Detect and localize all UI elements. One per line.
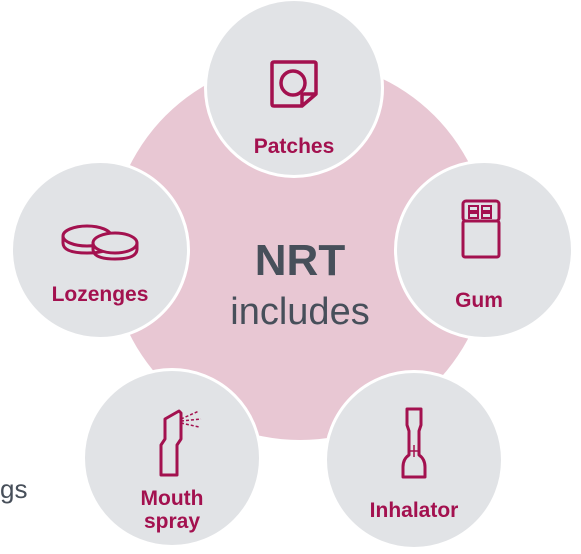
edge-text-fragment: gs — [0, 474, 28, 504]
inhalator-icon — [401, 407, 427, 479]
patches-label: Patches — [253, 135, 335, 158]
gum-label: Gum — [455, 289, 503, 312]
mouth-spray-label-line1: Mouth — [140, 487, 204, 510]
lozenges-label: Lozenges — [51, 283, 149, 306]
inhalator-label: Inhalator — [369, 499, 459, 522]
lozenges-icon — [61, 224, 139, 261]
patches-item: Patches — [204, 0, 384, 178]
patch-icon — [270, 60, 318, 108]
mouth-spray-label-line2: spray — [143, 510, 201, 533]
mouth-spray-icon — [159, 409, 202, 477]
gum-icon — [461, 199, 501, 259]
gum-item: Gum — [394, 160, 574, 340]
center-title: NRT — [254, 236, 346, 285]
center-subtitle: includes — [230, 291, 370, 333]
mouth-spray-item: Mouth spray — [82, 368, 262, 548]
lozenges-item: Lozenges — [10, 160, 190, 340]
inhalator-item: Inhalator — [324, 370, 504, 550]
